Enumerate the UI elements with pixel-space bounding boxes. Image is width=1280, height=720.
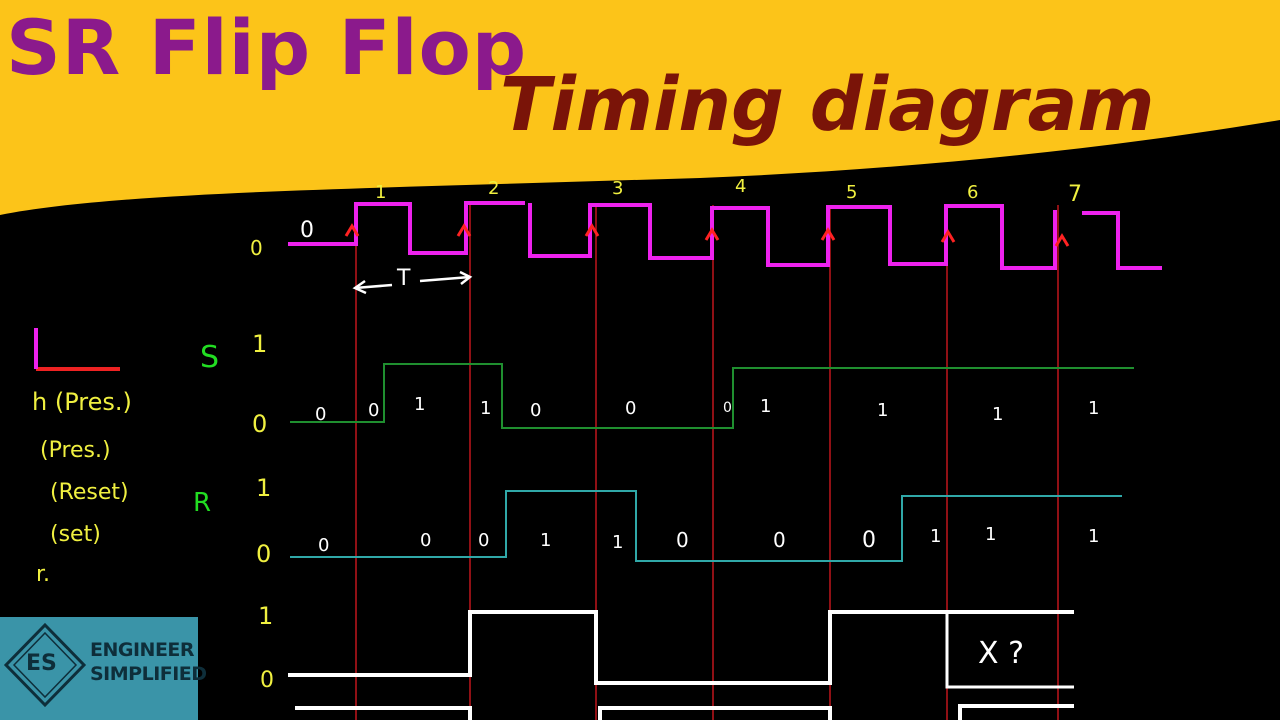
r-value: 0	[862, 528, 876, 553]
period-arrow-right	[419, 275, 471, 283]
s-low-label: 0	[252, 410, 268, 438]
period-arrow	[352, 270, 473, 295]
q-undefined-box	[945, 612, 1074, 689]
r-value: 1	[612, 532, 624, 553]
side-note-line: h (Pres.)	[32, 388, 132, 416]
side-note-line: (set)	[50, 522, 101, 547]
banner-title: SR Flip Flop	[6, 3, 528, 92]
clock-edge-number-2: 2	[488, 178, 500, 199]
r-value: 0	[676, 528, 689, 552]
s-value: 0	[625, 398, 637, 419]
edge-arrow	[940, 229, 956, 243]
edge-arrow	[1054, 233, 1070, 247]
logo-diamond-icon	[3, 622, 87, 708]
edge-arrow	[344, 223, 360, 237]
r-name-label: R	[193, 488, 212, 518]
r-value: 1	[1088, 526, 1100, 547]
edge-arrow	[584, 223, 600, 237]
edge-arrow	[456, 223, 472, 237]
clock-edge-number-3: 3	[612, 178, 624, 199]
clock-first-value: 0	[300, 218, 314, 243]
s-value: 1	[992, 404, 1004, 425]
s-value: 1	[1088, 398, 1100, 419]
clock-edge-number-1: 1	[375, 182, 387, 203]
clock-low-label: 0	[250, 236, 263, 260]
logo-badge: ES	[26, 651, 57, 676]
q-bar-waveform	[295, 706, 472, 720]
banner-subtitle: Timing diagram	[500, 62, 1155, 148]
side-note-line: r.	[36, 562, 51, 587]
logo-line-2: SIMPLIFIED	[90, 663, 207, 685]
q-low-label: 0	[260, 668, 274, 693]
r-value: 1	[985, 524, 997, 545]
clock-edge-number-5: 5	[846, 182, 858, 203]
clock-edge-number-4: 4	[735, 176, 747, 197]
edge-arrow	[820, 227, 836, 241]
q-waveform	[288, 610, 1074, 685]
q-bar-waveform-segment	[598, 706, 832, 720]
engineer-simplified-logo: ES ENGINEER SIMPLIFIED	[0, 617, 207, 720]
r-high-label: 1	[256, 474, 272, 502]
period-arrow-left-head	[352, 279, 367, 295]
q-bar-waveform-segment	[958, 704, 1074, 720]
s-value: 1	[480, 398, 492, 419]
r-low-label: 0	[256, 540, 272, 568]
period-arrow-left	[354, 283, 393, 290]
logo-line-1: ENGINEER	[90, 639, 195, 661]
s-name-label: S	[200, 340, 220, 375]
s-value: 1	[877, 400, 889, 421]
clock-edge-number-7: 7	[1068, 182, 1082, 207]
clock-edge-markers	[344, 223, 1070, 247]
banner-background	[0, 0, 1280, 215]
r-value: 0	[478, 530, 490, 551]
s-value: 0	[315, 404, 327, 425]
clock-waveform-tail	[1082, 211, 1162, 270]
s-high-label: 1	[252, 330, 268, 358]
q-high-label: 1	[258, 602, 274, 630]
clock-edge-number-6: 6	[967, 182, 979, 203]
side-note-line: (Reset)	[50, 480, 129, 505]
s-value: 1	[760, 396, 772, 417]
q-undefined-annotation: X ?	[978, 636, 1025, 671]
period-label: T	[397, 266, 411, 291]
clock-waveform-segment	[528, 203, 1057, 270]
r-value: 0	[773, 528, 786, 552]
s-value: 0	[530, 400, 542, 421]
edge-arrow	[704, 227, 720, 241]
clock-waveform	[288, 201, 525, 255]
r-value: 0	[420, 530, 432, 551]
side-note-line: (Pres.)	[40, 438, 111, 463]
r-value: 1	[930, 526, 942, 547]
s-value: 0	[368, 400, 380, 421]
period-arrow-right-head	[459, 270, 473, 285]
r-value: 1	[540, 530, 552, 551]
r-value: 0	[318, 535, 330, 556]
s-waveform	[290, 363, 1134, 429]
r-waveform	[290, 490, 1122, 562]
s-value: 1	[414, 394, 426, 415]
s-value: 0	[723, 400, 732, 416]
